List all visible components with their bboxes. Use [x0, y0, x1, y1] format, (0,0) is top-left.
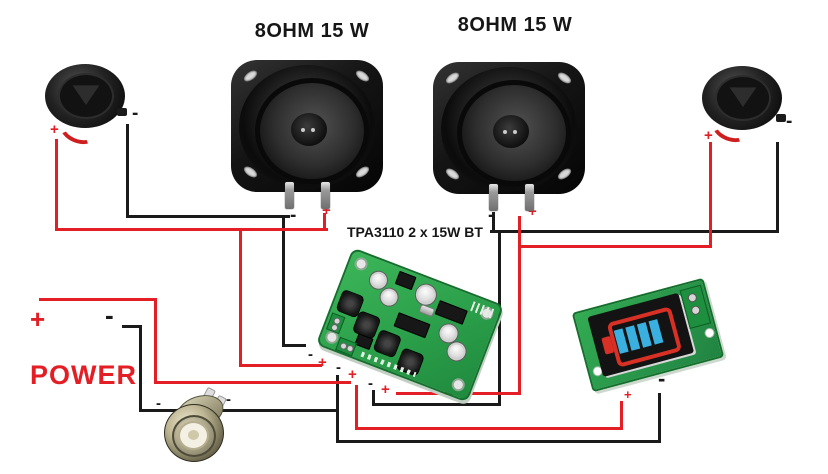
left-speaker-title: 8OHM 15 W	[254, 20, 370, 42]
wire-red-segment	[355, 385, 358, 430]
wire-black-segment	[492, 212, 495, 232]
left-speaker-minus-label: -	[290, 205, 297, 226]
wire-black-segment	[126, 215, 290, 218]
wire-black-segment	[139, 325, 142, 412]
left-speaker-plus-label: +	[322, 202, 331, 219]
wire-black-segment	[282, 215, 285, 347]
right-tweeter-plus-label: +	[704, 127, 713, 144]
amp-power-minus-label: -	[336, 359, 341, 376]
amp-right-out-plus-label: +	[381, 381, 390, 398]
woofer-screw-dot	[301, 128, 305, 132]
button-led-ring	[178, 421, 209, 450]
woofer-screw-dot	[503, 130, 507, 134]
amp-left-out-minus-label: -	[308, 346, 313, 363]
wire-red-segment	[55, 139, 58, 231]
left-tweeter	[45, 64, 127, 128]
wire-black-segment	[122, 325, 142, 328]
tpa3110-chip	[393, 312, 431, 339]
terminal-screw	[345, 344, 355, 354]
battery-minus-label: -	[658, 366, 666, 391]
wire-black-segment	[490, 230, 779, 233]
left-woofer	[231, 60, 383, 209]
amp-board-title: TPA3110 2 x 15W BT	[347, 224, 483, 240]
wire-black-segment	[139, 409, 339, 412]
woofer-dust-cap	[493, 115, 529, 148]
wire-black-segment	[498, 230, 501, 406]
right-speaker-plus-label: +	[528, 203, 537, 220]
button-left-minus-label: -	[156, 395, 161, 412]
woofer-screw-dot	[513, 130, 517, 134]
wire-red-segment	[55, 228, 328, 231]
wire-black-segment	[372, 390, 375, 406]
battery-display	[587, 292, 695, 377]
wire-red-segment	[154, 298, 157, 384]
terminal-screw	[686, 292, 698, 304]
amp-power-plus-label: +	[348, 366, 357, 383]
left-tweeter-minus-label: -	[132, 103, 139, 124]
amp-right-out-minus-label: -	[368, 375, 373, 392]
button-right-minus-label: -	[226, 391, 231, 408]
amp-left-out-plus-label: +	[318, 354, 327, 371]
mount-hole	[703, 326, 716, 340]
tweeter-terminal	[776, 114, 786, 122]
wire-red-segment	[355, 427, 623, 430]
wire-black-segment	[336, 440, 661, 443]
wire-red-segment	[709, 142, 712, 248]
power-terminal-block	[335, 336, 357, 357]
wire-red-segment	[323, 213, 326, 230]
right-tweeter-minus-label: -	[786, 111, 793, 132]
wire-red-segment	[154, 381, 351, 384]
power-push-button	[160, 386, 232, 470]
battery-indicator-module	[571, 277, 725, 393]
woofer-terminal-minus	[489, 184, 498, 211]
wire-red-segment	[518, 245, 712, 248]
mount-hole	[449, 376, 467, 394]
right-speaker-title: 8OHM 15 W	[457, 14, 573, 36]
transistor	[394, 270, 417, 291]
wire-black-segment	[282, 344, 306, 347]
left-tweeter-plus-label: +	[50, 121, 59, 138]
woofer-screw-dot	[311, 128, 315, 132]
right-woofer	[433, 62, 585, 211]
right-speaker-minus-label: -	[488, 206, 494, 225]
wire-red-segment	[39, 298, 157, 301]
woofer-terminal-plus	[525, 184, 534, 211]
wire-red-segment	[239, 228, 242, 367]
wire-black-segment	[336, 375, 339, 412]
right-tweeter	[702, 66, 786, 130]
power-label: POWER	[30, 360, 138, 390]
power-minus-label: -	[105, 300, 114, 330]
wire-black-segment	[372, 403, 501, 406]
woofer-terminal-plus	[321, 182, 330, 209]
power-plus-label: +	[30, 304, 46, 334]
bluetooth-chip	[434, 300, 468, 325]
wire-red-segment	[518, 216, 521, 395]
woofer-dust-cap	[291, 113, 327, 146]
wire-black-segment	[336, 409, 339, 443]
wire-black-segment	[776, 142, 779, 233]
wire-red-segment	[620, 401, 623, 430]
woofer-terminal-minus	[285, 182, 294, 209]
terminal-screw	[690, 304, 702, 316]
wire-red-segment	[239, 364, 322, 367]
inductor	[372, 328, 403, 359]
wire-black-segment	[658, 393, 661, 443]
crystal-oscillator	[418, 303, 436, 318]
amplifier-board	[315, 247, 505, 403]
battery-plus-label: +	[624, 387, 632, 402]
wire-black-segment	[126, 124, 129, 218]
mount-hole	[352, 255, 370, 273]
tweeter-terminal	[117, 108, 127, 116]
